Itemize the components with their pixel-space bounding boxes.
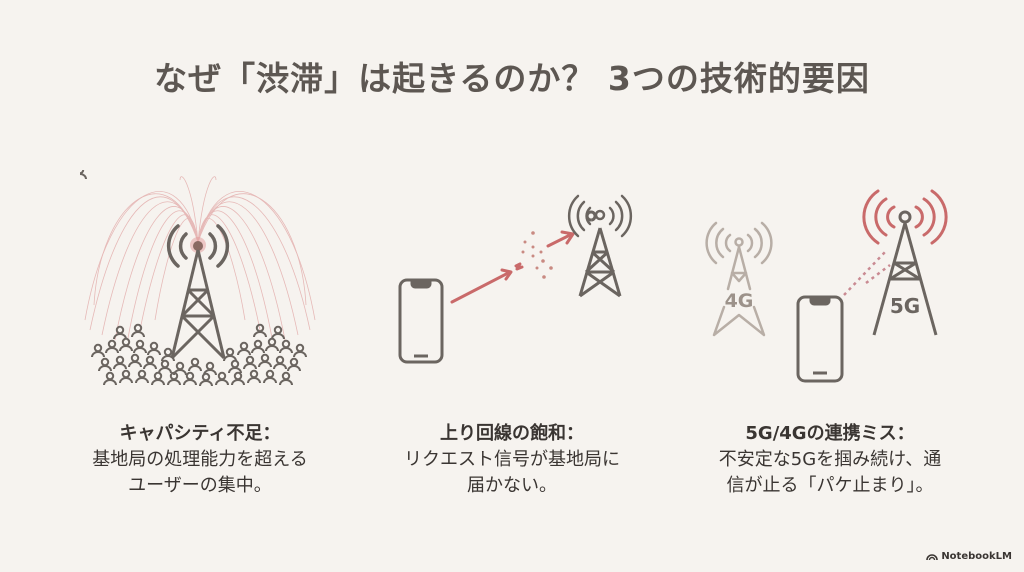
tower-icon	[578, 210, 622, 298]
signal-waves-icon	[166, 224, 230, 268]
tower-icon	[170, 249, 226, 360]
tower-4g-label: 4G	[725, 290, 754, 312]
dotted-link-icon	[843, 250, 891, 296]
caption-capacity: キャパシティ不足： 基地局の処理能力を超える ユーザーの集中。	[50, 420, 350, 499]
caption-line: 不安定な5Gを掴み続け、通	[718, 449, 942, 470]
brand-label: NotebookLM	[941, 551, 1012, 562]
caption-line: 届かない。	[467, 475, 557, 496]
crowd-icon	[80, 170, 307, 387]
notebooklm-logo-icon	[926, 554, 939, 561]
caption-line: ユーザーの集中。	[128, 475, 272, 496]
caption-heading: キャパシティ不足：	[119, 423, 281, 444]
caption-handover: 5G/4Gの連携ミス： 不安定な5Gを掴み続け、通 信が止る「パケ止まり」。	[680, 420, 980, 499]
overloaded-tower-illustration	[80, 170, 316, 387]
phone-icon	[398, 278, 444, 364]
caption-heading: 5G/4Gの連携ミス：	[745, 423, 915, 444]
phone-icon	[796, 295, 844, 383]
signal-waves-icon	[862, 189, 948, 245]
caption-line: 基地局の処理能力を超える	[92, 449, 308, 470]
caption-heading: 上り回線の飽和：	[440, 423, 584, 444]
caption-uplink: 上り回線の飽和： リクエスト信号が基地局に 届かない。	[362, 420, 662, 499]
signal-waves-icon	[567, 194, 633, 238]
handover-illustration: 4G 5G	[705, 189, 948, 383]
tower-5g-icon	[872, 210, 938, 336]
caption-line: 信が止る「パケ止まり」。	[726, 475, 934, 496]
notebooklm-watermark: NotebookLM	[926, 551, 1012, 562]
uplink-saturation-illustration	[398, 194, 633, 364]
scattered-signal-dots	[521, 231, 553, 279]
caption-line: リクエスト信号が基地局に	[404, 449, 620, 470]
tower-4g-icon	[705, 221, 773, 337]
uplink-arrow-icon	[450, 230, 575, 304]
tower-5g-label: 5G	[890, 294, 920, 318]
page-title: なぜ「渋滞」は起きるのか？ 3つの技術的要因	[154, 59, 870, 98]
